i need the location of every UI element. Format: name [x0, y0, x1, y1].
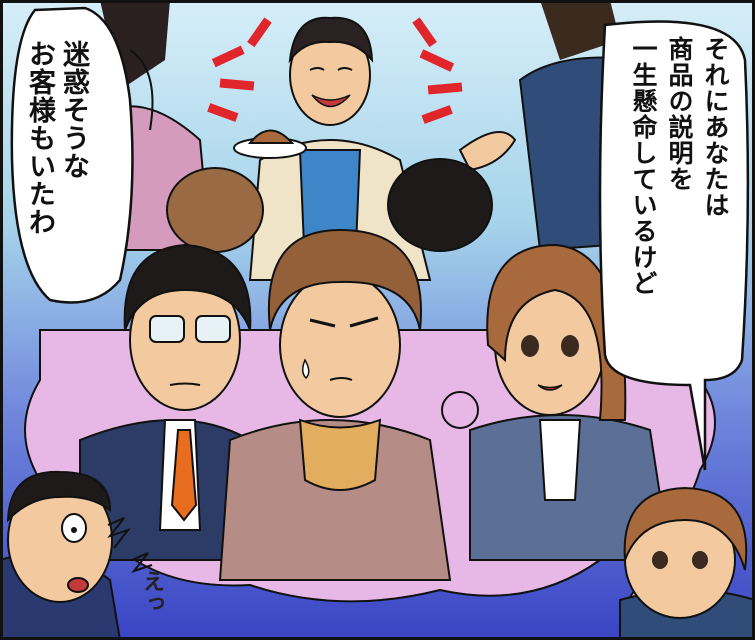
speech-bubble-left [10, 6, 134, 304]
crowd-heads [166, 158, 493, 253]
young-woman [469, 243, 672, 561]
speech-bubble-right [598, 20, 750, 471]
bubble-line: 迷惑そうな [58, 40, 89, 180]
surprised-man [0, 470, 122, 640]
speech-bubble-left-text: 迷惑そうな お客様もいたわ [22, 40, 90, 280]
man-with-glasses [79, 243, 272, 561]
worried-woman [619, 486, 755, 640]
thought-cloud-bubble [441, 391, 479, 429]
bubble-line: お客様もいたわ [24, 40, 55, 236]
bubble-line: 商品の説明を [665, 36, 694, 192]
bubble-line: 一生懸命しているけど [629, 36, 658, 296]
shock-lines [107, 517, 153, 573]
speech-bubble-right-text: それにあなたは 商品の説明を 一生懸命しているけど [625, 36, 733, 366]
emphasis-marks [207, 17, 463, 124]
sound-effect-text: えっ [139, 570, 164, 614]
bubble-line: それにあなたは [701, 36, 730, 218]
middle-aged-woman [218, 228, 452, 581]
